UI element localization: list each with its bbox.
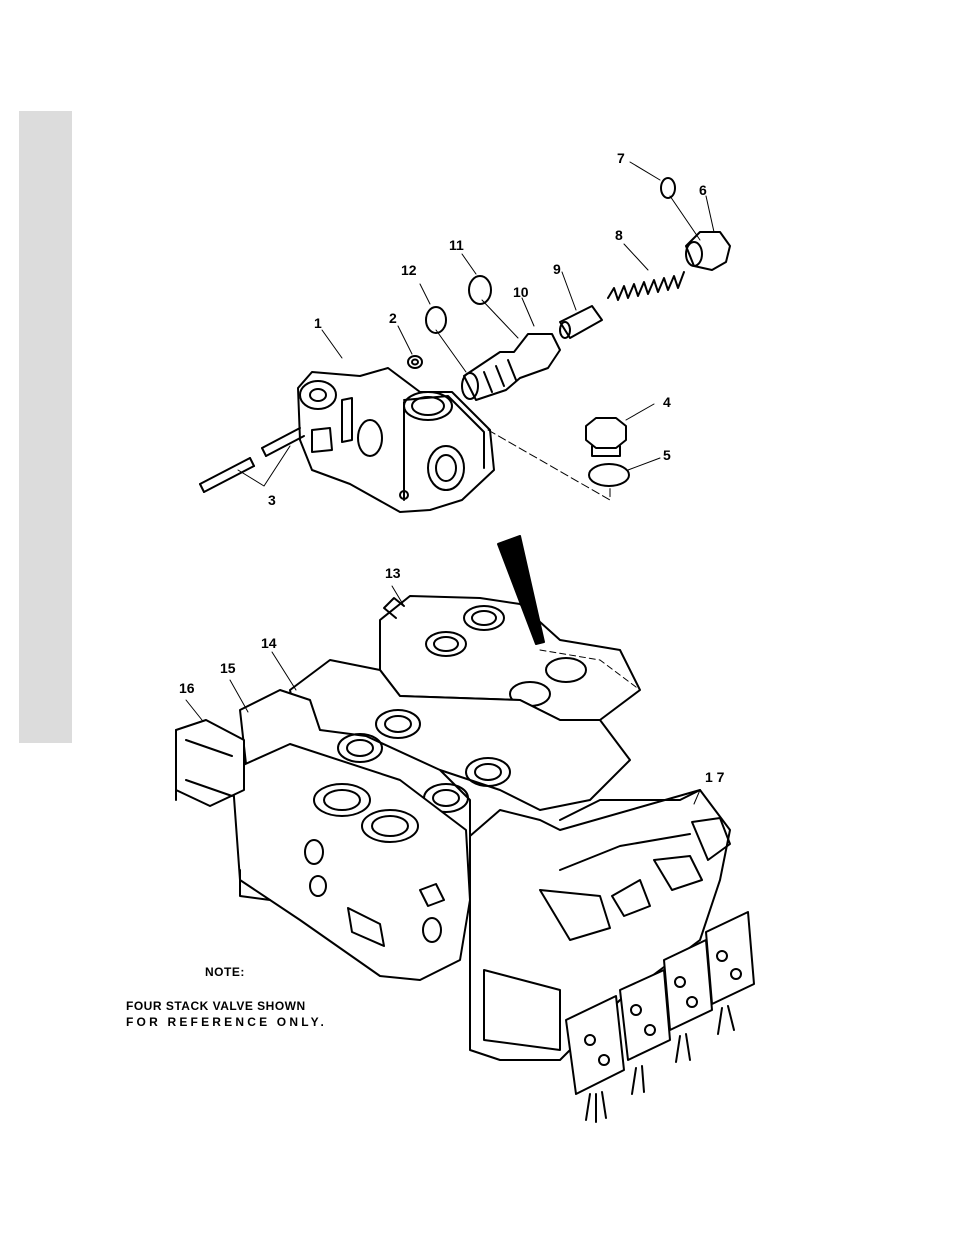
- part-9-poppet: [560, 306, 602, 338]
- note-line-2: FOR REFERENCE ONLY.: [126, 1014, 327, 1030]
- callout-16: 16: [179, 680, 195, 696]
- callout-17: 1 7: [705, 769, 725, 785]
- part-8-spring: [608, 272, 684, 300]
- callout-2: 2: [389, 310, 397, 326]
- callout-9: 9: [553, 261, 561, 277]
- callout-8: 8: [615, 227, 623, 243]
- part-4-hex-plug: [586, 418, 626, 456]
- callout-14: 14: [261, 635, 277, 651]
- part-7-o-ring: [661, 178, 675, 198]
- reference-note: NOTE: FOUR STACK VALVE SHOWN FOR REFEREN…: [126, 964, 327, 1030]
- part-10-relief-cartridge: [462, 334, 560, 400]
- part-11-o-ring: [469, 276, 491, 304]
- callout-11: 11: [449, 237, 464, 253]
- callout-1: 1: [314, 315, 322, 331]
- callout-10: 10: [513, 284, 529, 300]
- part-2-plug: [408, 356, 422, 368]
- part-16-end-plate: [176, 720, 244, 806]
- callout-6: 6: [699, 182, 707, 198]
- callout-15: 15: [220, 660, 236, 676]
- callout-13: 13: [385, 565, 401, 581]
- callout-12: 12: [401, 262, 417, 278]
- part-6-cap: [686, 232, 730, 270]
- callout-7: 7: [617, 150, 625, 166]
- note-line-1: FOUR STACK VALVE SHOWN: [126, 998, 327, 1014]
- part-5-o-ring: [589, 464, 629, 486]
- part-3-tie-rods: [200, 428, 304, 492]
- callout-5: 5: [663, 447, 671, 463]
- callout-3: 3: [268, 492, 276, 508]
- part-1-valve-body: [298, 368, 494, 512]
- note-heading: NOTE:: [205, 964, 327, 980]
- callout-4: 4: [663, 394, 671, 410]
- part-12-o-ring: [426, 307, 446, 333]
